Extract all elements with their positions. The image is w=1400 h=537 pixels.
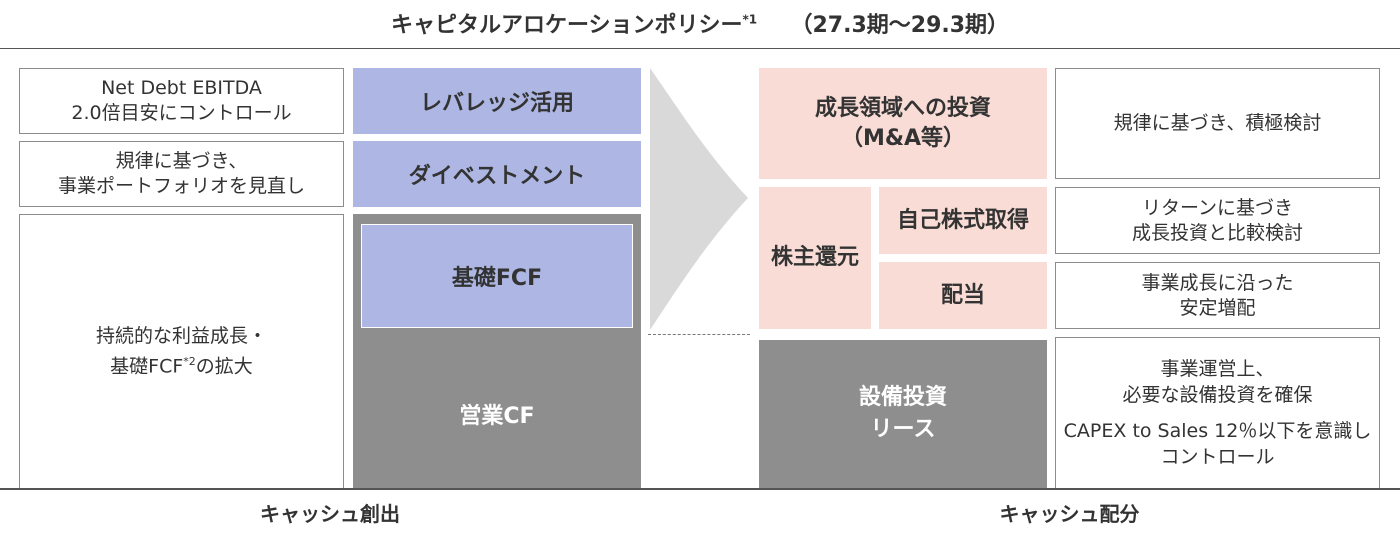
growth-invest-line2: （M&A等） [840,125,966,151]
allocation-label-text: キャッシュ配分 [999,501,1140,526]
capex-policy-line3: CAPEX to Sales 12％以下を意識し [1063,420,1372,442]
shareholder-return-box: 株主還元 [759,187,871,329]
portfolio-line2: 事業ポートフォリオを見直し [57,175,305,197]
capex-line2: リース [870,417,936,442]
growth-line1: 持続的な利益成長・ [95,324,267,347]
title-main: キャピタルアロケーションポリシー [390,13,743,38]
buyback-policy-box: リターンに基づき 成長投資と比較検討 [1055,187,1380,254]
dividend-policy-line2: 安定増配 [1179,296,1256,319]
op-cf-label-wrap: 営業CF [353,364,641,464]
dividend-policy-box: 事業成長に沿った 安定増配 [1055,262,1380,329]
divest-bar: ダイベストメント [353,141,641,207]
growth-box: 持続的な利益成長・ 基礎FCF*2の拡大 [19,214,344,488]
growth-line2-note: *2 [183,354,196,368]
buyback-policy-line2: 成長投資と比較検討 [1131,221,1303,244]
capex-box: 設備投資 リース [759,340,1047,488]
capex-policy-line1: 事業運営上、 [1160,358,1275,380]
growth-line2: 基礎FCF*2の拡大 [110,349,253,379]
base-fcf-box: 基礎FCF [361,224,633,328]
title-period: （27.3期～29.3期） [790,13,1010,38]
leverage-label: レバレッジ活用 [419,91,574,116]
allocation-label: キャッシュ配分 [759,492,1380,532]
operating-cf-bar: 基礎FCF 営業CF [353,214,641,488]
growth-policy-text: 規律に基づき、積極検討 [1113,112,1322,134]
portfolio-box: 規律に基づき、 事業ポートフォリオを見直し [19,141,344,207]
shareholder-return-label: 株主還元 [770,245,859,270]
flow-arrow-icon [650,68,748,330]
buyback-box: 自己株式取得 [879,187,1047,254]
page-title: キャピタルアロケーションポリシー*1 （27.3期～29.3期） [0,0,1400,46]
op-cf-label: 営業CF [459,404,535,429]
growth-line2-a: 基礎FCF [110,355,184,378]
title-note: *1 [742,12,758,27]
capex-line1: 設備投資 [858,385,947,410]
base-fcf-label: 基礎FCF [451,266,543,291]
dividend-label: 配当 [940,282,985,308]
capex-policy-line2: 必要な設備投資を確保 [1122,384,1313,406]
buyback-label: 自己株式取得 [896,207,1029,233]
net-debt-box: Net Debt EBITDA 2.0倍目安にコントロール [19,68,344,134]
divest-label: ダイベストメント [408,164,586,189]
growth-invest-box: 成長領域への投資 （M&A等） [759,68,1047,179]
leverage-bar: レバレッジ活用 [353,68,641,134]
top-rule [0,48,1400,49]
growth-line2-b: の拡大 [195,355,253,378]
baseline [0,488,1400,490]
capex-policy-box: 事業運営上、 必要な設備投資を確保 CAPEX to Sales 12％以下を意… [1055,337,1380,488]
net-debt-line1: Net Debt EBITDA [101,77,262,99]
creation-label-text: キャッシュ創出 [260,501,400,526]
buyback-policy-line1: リターンに基づき [1141,196,1294,219]
growth-policy-box: 規律に基づき、積極検討 [1055,68,1380,179]
creation-label: キャッシュ創出 [19,492,641,532]
portfolio-line1: 規律に基づき、 [115,150,248,172]
growth-invest-line1: 成長領域への投資 [814,95,991,121]
capex-policy-line4: コントロール [1160,446,1275,468]
dividend-policy-line1: 事業成長に沿った [1141,271,1294,294]
dividend-box: 配当 [879,262,1047,329]
net-debt-line2: 2.0倍目安にコントロール [71,102,292,124]
divider-dashed [648,334,750,335]
